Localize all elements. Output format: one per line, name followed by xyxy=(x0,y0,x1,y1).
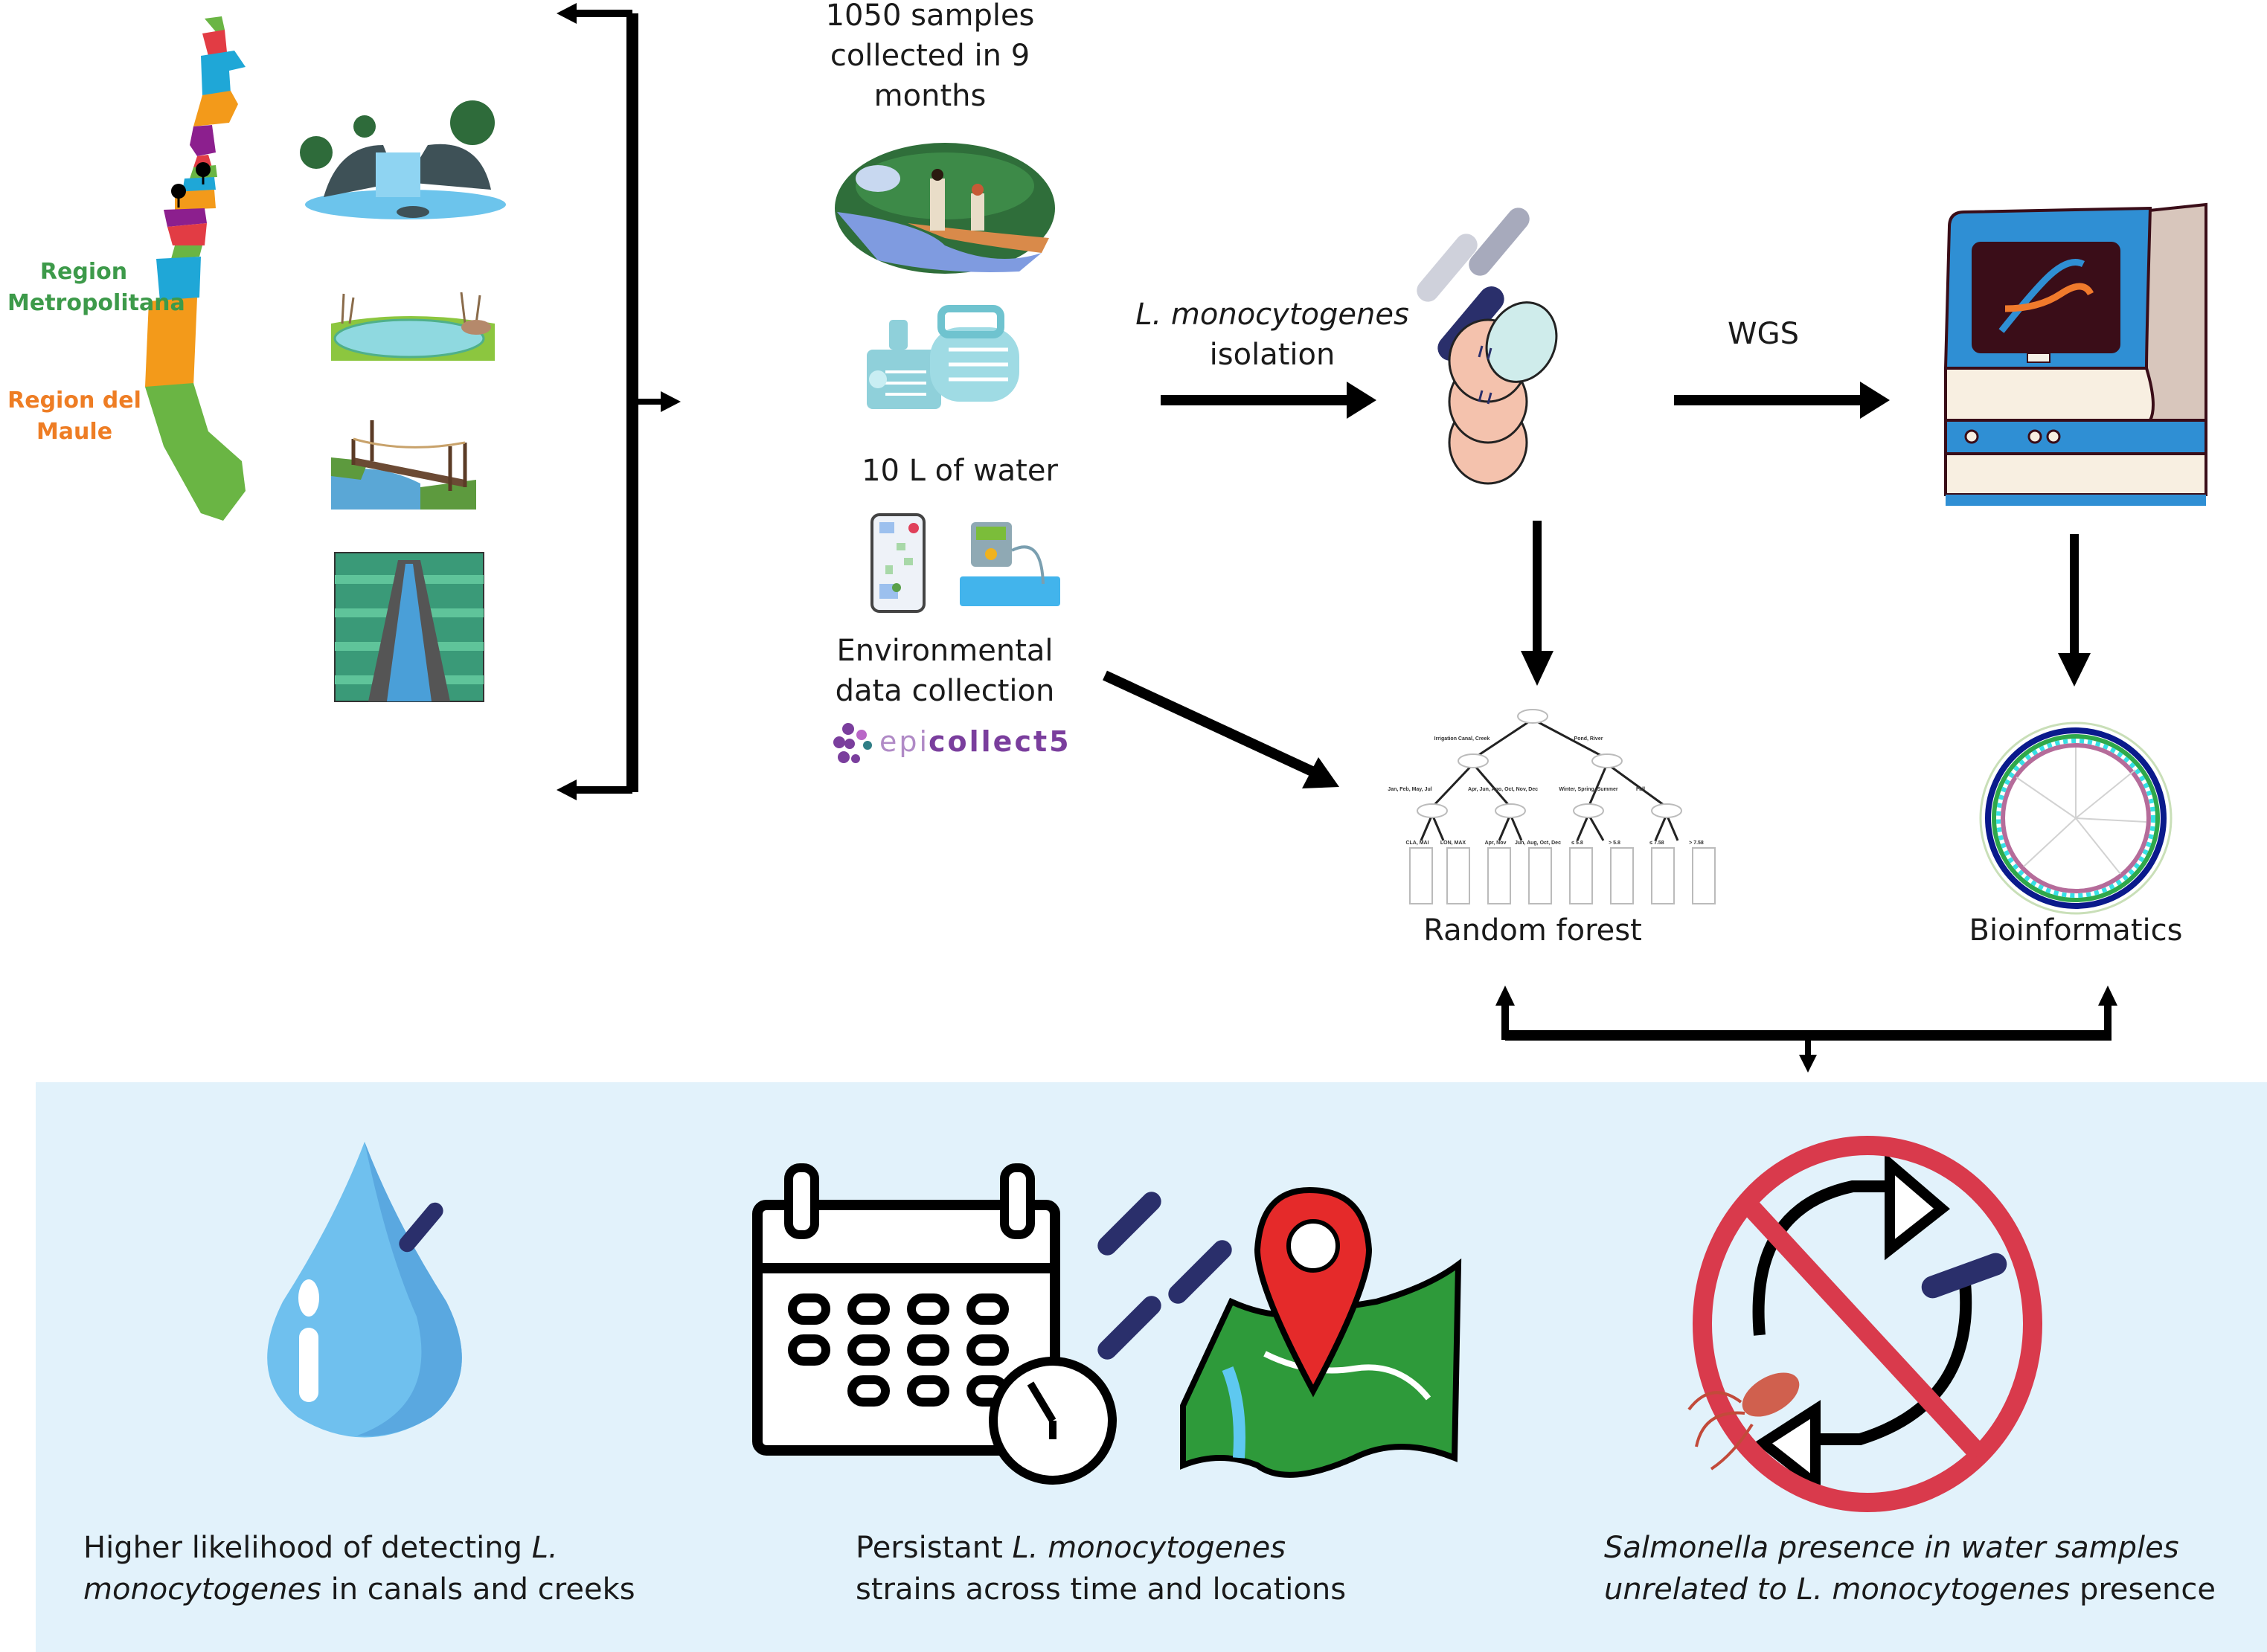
sampling-bracket-arrows xyxy=(557,3,638,800)
region-maule-line2: Maule xyxy=(36,419,113,445)
bracket-right-arrow xyxy=(632,391,681,412)
finding-1-text-cont: in canals and creeks xyxy=(321,1572,635,1607)
finding-2-text: Persistant xyxy=(856,1531,1013,1565)
arrowhead-down-findings xyxy=(1799,1055,1817,1073)
samples-title-line3: months xyxy=(873,79,987,113)
tree-split-label: Winter, Spring, Summer xyxy=(1559,787,1618,792)
samples-title-line1: 1050 samples xyxy=(825,0,1035,33)
chile-map xyxy=(145,16,246,521)
tree-split-label: CLA, MAI xyxy=(1405,841,1429,846)
samples-title: 1050 samples collected in 9 months xyxy=(781,0,1079,116)
epicollect-prefix: epi xyxy=(879,725,930,758)
pond-icon xyxy=(331,292,495,361)
bracket-bottom-arrowhead xyxy=(557,780,577,800)
tree-split-label: Jun, Aug, Oct, Dec xyxy=(1515,841,1561,846)
finding-2-text-cont: strains across time and locations xyxy=(856,1572,1347,1607)
arrowhead-up-bioinformatics xyxy=(2098,986,2117,1006)
tree-split-label: ≤ 7.58 xyxy=(1649,841,1664,846)
environmental-data-label: Environmental data collection xyxy=(796,631,1094,711)
field-sampling-scene-icon xyxy=(835,143,1055,274)
finding-3-text-cont: unrelated to L. monocytogenes xyxy=(1604,1572,2071,1607)
wgs-to-bioinformatics-arrow xyxy=(2058,534,2091,687)
finding-1-text: Higher likelihood of detecting xyxy=(83,1531,532,1565)
isolation-to-random-forest-arrow xyxy=(1521,521,1553,686)
irrigation-canal-icon xyxy=(334,552,484,702)
epicollect-logo: epi collect5 xyxy=(833,723,1079,763)
finding-3-text-end: presence xyxy=(2070,1572,2216,1607)
wgs-arrow xyxy=(1674,382,1890,419)
bacteria-icon xyxy=(1097,1296,1161,1360)
bioinformatics-label: Bioinformatics xyxy=(1969,913,2183,948)
samples-title-line2: collected in 9 xyxy=(830,39,1030,73)
epicollect-suffix: collect5 xyxy=(929,725,1071,758)
salmonella-bacteria-icon xyxy=(1687,1372,1800,1471)
arrowhead-up-random-forest xyxy=(1495,986,1515,1006)
isolation-species: L. monocytogenes xyxy=(1135,298,1409,332)
finding-2-species: L. monocytogenes xyxy=(1012,1531,1286,1565)
bacteria-icon xyxy=(1417,234,1478,302)
map-pin-metropolitana xyxy=(196,162,211,184)
finding-3-text: Salmonella presence in water samples xyxy=(1604,1531,2179,1565)
bacteria-icon xyxy=(399,1202,443,1253)
bacteria-petri-dishes-icon xyxy=(1417,208,1558,485)
no-association-prohibit-icon xyxy=(1687,1136,2042,1512)
region-maule-line1: Region del xyxy=(7,388,141,414)
tree-split-label: > 5.8 xyxy=(1609,841,1620,846)
water-volume-label: 10 L of water xyxy=(862,454,1058,488)
tree-split-label: > 7.58 xyxy=(1689,841,1704,846)
water-quality-meter-icon xyxy=(960,522,1060,606)
region-maule-label: Region del Maule xyxy=(0,385,149,448)
environmental-data-line1: Environmental xyxy=(836,634,1054,668)
results-merge-arrows xyxy=(1495,986,2117,1073)
bacteria-icon xyxy=(1097,1192,1161,1256)
tree-split-label: Jan, Feb, May, Jul xyxy=(1388,787,1431,792)
tree-split-label: Irrigation Canal, Creek xyxy=(1434,736,1490,742)
region-metropolitana-label: Region Metropolitana xyxy=(7,257,185,319)
isolation-word: isolation xyxy=(1209,338,1335,372)
random-forest-label: Random forest xyxy=(1423,913,1642,948)
tree-split-label: LON, MAX xyxy=(1440,841,1466,846)
isolation-arrow xyxy=(1161,382,1376,419)
bracket-top-arrowhead xyxy=(557,3,577,24)
calendar-clock-icon xyxy=(752,1163,1117,1485)
tree-split-label: Fall xyxy=(1636,787,1645,792)
phylogenetic-tree-circle-icon xyxy=(1979,721,2173,915)
tree-split-label: Apr, Jun, Ago, Oct, Nov, Dec xyxy=(1468,787,1538,792)
finding-canals-creeks-caption: Higher likelihood of detecting L. monocy… xyxy=(83,1527,635,1610)
map-pin-maule xyxy=(171,184,186,208)
phone-gps-icon xyxy=(870,513,926,613)
tree-split-label: Apr, Nov xyxy=(1485,841,1507,846)
isolation-label: L. monocytogenes isolation xyxy=(1131,295,1414,375)
region-metropolitana-line1: Region xyxy=(39,259,128,285)
sequencer-machine-icon xyxy=(1943,202,2207,506)
map-regions xyxy=(145,16,246,521)
finding-persistent-strains-caption: Persistant L. monocytogenes strains acro… xyxy=(856,1527,1346,1610)
prohibit-circle xyxy=(1693,1136,2042,1512)
epicollect-logo-icon xyxy=(833,723,872,763)
environmental-to-random-forest-arrow xyxy=(1103,670,1339,788)
environmental-data-line2: data collection xyxy=(835,674,1055,708)
decision-tree-diagram: Irrigation Canal, Creek Pond, River Jan,… xyxy=(1388,709,1716,904)
finding-1-species: L. xyxy=(531,1531,558,1565)
bacteria-icon xyxy=(1469,208,1530,276)
prohibit-slash xyxy=(1745,1202,1987,1461)
wgs-label: WGS xyxy=(1728,317,1799,351)
finding-salmonella-caption: Salmonella presence in water samples unr… xyxy=(1604,1527,2216,1610)
region-metropolitana-line2: Metropolitana xyxy=(7,290,185,316)
listeria-bacteria-icon xyxy=(1921,1253,2007,1299)
creek-bridge-icon xyxy=(331,420,476,510)
tree-split-label: Pond, River xyxy=(1574,736,1603,742)
tree-split-label: ≤ 5.8 xyxy=(1571,841,1583,846)
waterfall-icon xyxy=(300,100,506,219)
water-pump-icon xyxy=(867,305,1019,409)
water-drop-icon xyxy=(267,1142,462,1438)
bacteria-cluster-icon xyxy=(1097,1192,1232,1360)
bacteria-icon xyxy=(1168,1240,1232,1304)
map-location-pin-icon xyxy=(1180,1186,1462,1478)
finding-1-species-cont: monocytogenes xyxy=(83,1572,321,1607)
